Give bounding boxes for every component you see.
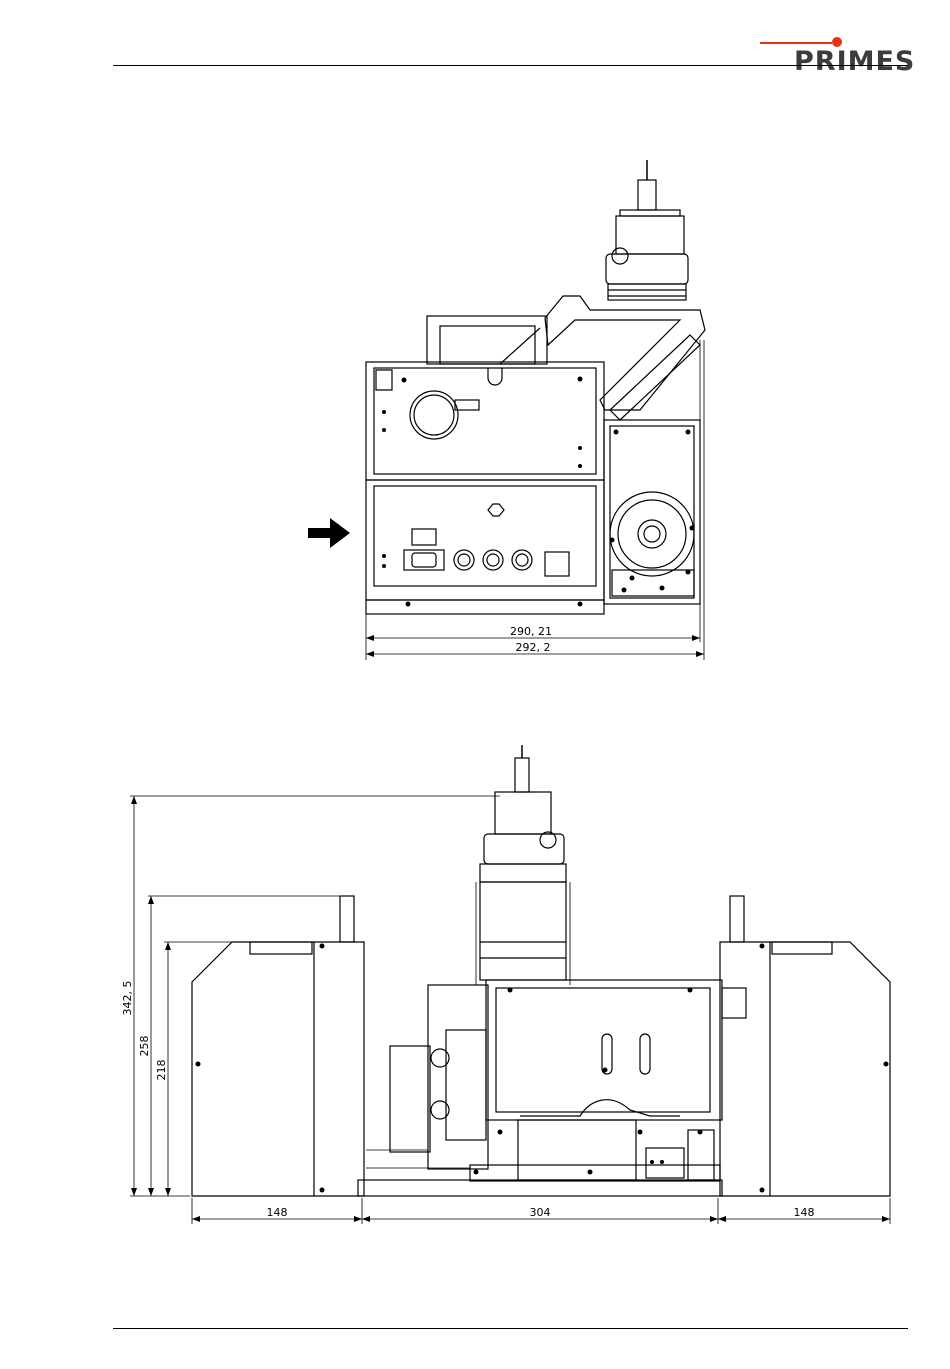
dim-inner-width: 290, 21 bbox=[510, 625, 552, 638]
dim-outer-width: 292, 2 bbox=[516, 641, 551, 654]
dim-left-width: 148 bbox=[267, 1206, 288, 1219]
right-arrow-icon bbox=[308, 518, 350, 548]
dim-right-width: 148 bbox=[794, 1206, 815, 1219]
dim-total-height: 342, 5 bbox=[121, 981, 134, 1016]
dim-center-width: 304 bbox=[530, 1206, 551, 1219]
side-view bbox=[130, 745, 890, 1224]
dim-box-height: 218 bbox=[155, 1060, 168, 1081]
top-view bbox=[308, 160, 705, 660]
dim-arm-height: 258 bbox=[138, 1036, 151, 1057]
